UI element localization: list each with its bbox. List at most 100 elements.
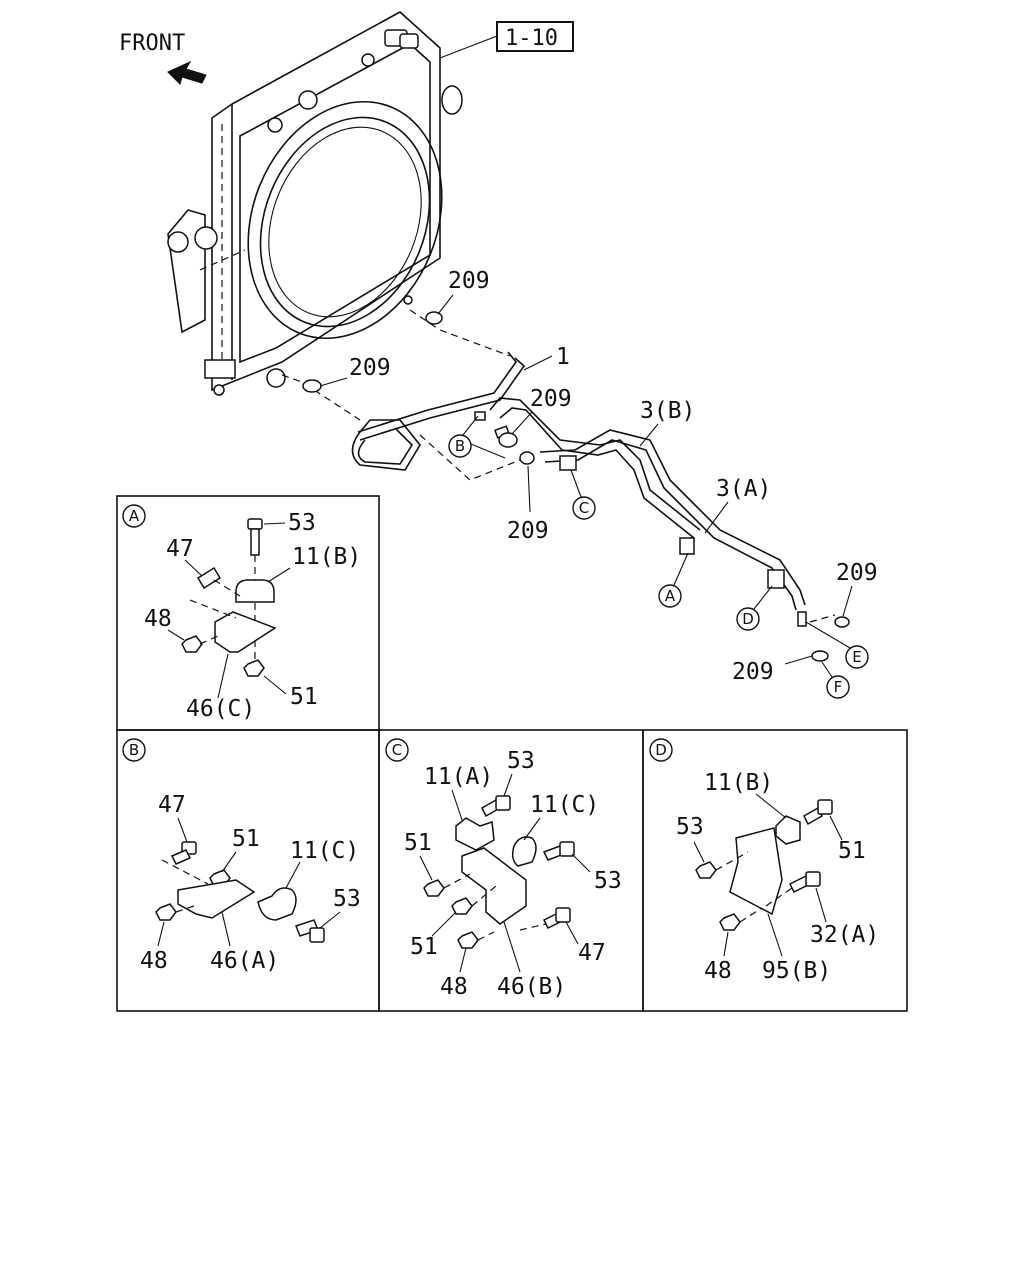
detail-b-marker: B xyxy=(129,741,139,759)
detail-a-panel: A xyxy=(116,495,380,731)
detail-d-leader-51 xyxy=(829,815,843,841)
marker-a-label: A xyxy=(665,587,676,605)
leader-3a xyxy=(704,501,729,534)
detail-a-label-53: 53 xyxy=(288,510,316,536)
reference-leader xyxy=(439,35,498,59)
detail-b-leader-53 xyxy=(319,911,341,929)
marker-c-label: C xyxy=(579,499,589,517)
main-callouts: 209 1 209 209 3(B) 3(A) 209 209 209 xyxy=(319,268,878,685)
callout-3a: 3(A) xyxy=(716,476,771,502)
detail-d-marker-circle xyxy=(649,738,673,762)
marker-b-leader xyxy=(470,443,506,459)
detail-d-label-32a: 32(A) xyxy=(810,922,879,948)
leader-209-top xyxy=(437,294,454,315)
leader-3b xyxy=(639,423,659,447)
detail-a-label-51: 51 xyxy=(290,684,318,710)
detail-d-marker: D xyxy=(655,741,667,759)
detail-b-leader-48 xyxy=(157,921,165,947)
detail-a-leader-47 xyxy=(184,559,203,577)
detail-d-label-51: 51 xyxy=(838,838,866,864)
detail-d-label-53: 53 xyxy=(676,814,704,840)
marker-b-leader-2 xyxy=(462,415,479,436)
detail-a-leader-11b xyxy=(267,567,291,583)
detail-b-labels: 47 51 11(C) 53 48 46(A) xyxy=(140,792,361,974)
detail-c-label-47: 47 xyxy=(578,940,606,966)
marker-a[interactable]: A xyxy=(658,584,682,608)
marker-a-leader xyxy=(673,552,689,586)
marker-e-leader xyxy=(805,621,851,649)
leader-209-right xyxy=(511,411,533,435)
detail-a-label-48: 48 xyxy=(144,606,172,632)
leader-209-mid xyxy=(319,377,348,387)
detail-c-label-51a: 51 xyxy=(404,830,432,856)
detail-c-leader-51a xyxy=(419,855,433,881)
marker-e-label: E xyxy=(852,648,861,666)
detail-d-labels: 11(B) 53 51 32(A) 48 95(B) xyxy=(676,770,879,984)
leader-209-e xyxy=(842,585,853,617)
marker-f[interactable]: F xyxy=(826,675,850,699)
detail-c-marker-circle xyxy=(385,738,409,762)
detail-c-labels: 11(A) 53 11(C) 51 53 51 47 48 46(B) xyxy=(404,748,622,1000)
marker-f-leader xyxy=(821,661,833,678)
detail-a-label-46c: 46(C) xyxy=(186,696,255,722)
marker-e[interactable]: E xyxy=(845,645,869,669)
marker-f-label: F xyxy=(834,678,843,696)
detail-d-leader-95b xyxy=(767,913,783,957)
detail-a-leader-48 xyxy=(167,629,185,641)
reference-box[interactable]: 1-10 xyxy=(496,21,574,52)
marker-d-leader xyxy=(753,585,773,610)
callout-209-right: 209 xyxy=(530,386,572,412)
leader-209-f xyxy=(784,655,813,665)
detail-d-panel: D xyxy=(642,729,908,1012)
detail-a-leader-51 xyxy=(263,675,287,695)
detail-c-leader-51b xyxy=(431,911,457,937)
marker-b[interactable]: B xyxy=(448,434,472,458)
detail-b-leader-47 xyxy=(177,817,188,843)
detail-b-label-48: 48 xyxy=(140,948,168,974)
detail-a-marker: A xyxy=(129,507,140,525)
callout-209-f: 209 xyxy=(732,659,774,685)
detail-a-leader-46c xyxy=(217,653,229,699)
detail-c-label-51b: 51 xyxy=(410,934,438,960)
detail-c-label-11c: 11(C) xyxy=(530,792,599,818)
leader-1 xyxy=(523,355,553,371)
reference-box-label: 1-10 xyxy=(505,26,558,51)
detail-d-leader-48 xyxy=(723,931,729,957)
connection-lines xyxy=(281,309,836,623)
marker-c-leader xyxy=(570,469,582,498)
detail-d-leader-53 xyxy=(693,841,705,863)
detail-a-marker-circle xyxy=(122,504,146,528)
detail-c-label-11a: 11(A) xyxy=(424,764,493,790)
detail-a-leader-53 xyxy=(263,522,286,525)
marker-c[interactable]: C xyxy=(572,496,596,520)
callout-209-e: 209 xyxy=(836,560,878,586)
marker-d[interactable]: D xyxy=(736,607,760,631)
detail-b-label-46a: 46(A) xyxy=(210,948,279,974)
detail-c-leader-11c xyxy=(523,817,541,841)
detail-c-leader-46b xyxy=(503,921,521,973)
detail-c-marker: C xyxy=(392,741,402,759)
detail-a-label-11b: 11(B) xyxy=(292,544,361,570)
detail-c-label-48: 48 xyxy=(440,974,468,1000)
detail-b-leader-11c xyxy=(285,861,301,889)
detail-c-panel: C xyxy=(378,729,644,1012)
detail-d-label-95b: 95(B) xyxy=(762,958,831,984)
detail-b-label-11c: 11(C) xyxy=(290,838,359,864)
detail-c-label-53a: 53 xyxy=(507,748,535,774)
detail-b-leader-46a xyxy=(221,911,231,947)
detail-b-panel: B xyxy=(116,729,380,1012)
detail-a-label-47: 47 xyxy=(166,536,194,562)
front-arrow-icon xyxy=(167,60,207,85)
leader-209-lower xyxy=(527,465,531,513)
detail-d-leader-11b xyxy=(755,793,787,819)
detail-d-label-48: 48 xyxy=(704,958,732,984)
detail-c-label-46b: 46(B) xyxy=(497,974,566,1000)
callout-209-lower: 209 xyxy=(507,518,549,544)
detail-a-labels: 53 47 11(B) 48 46(C) 51 xyxy=(144,510,361,722)
detail-b-label-47: 47 xyxy=(158,792,186,818)
front-label: FRONT xyxy=(119,31,185,56)
callout-209-mid: 209 xyxy=(349,355,391,381)
detail-b-marker-circle xyxy=(122,738,146,762)
oil-cooler-hoses xyxy=(351,351,807,627)
